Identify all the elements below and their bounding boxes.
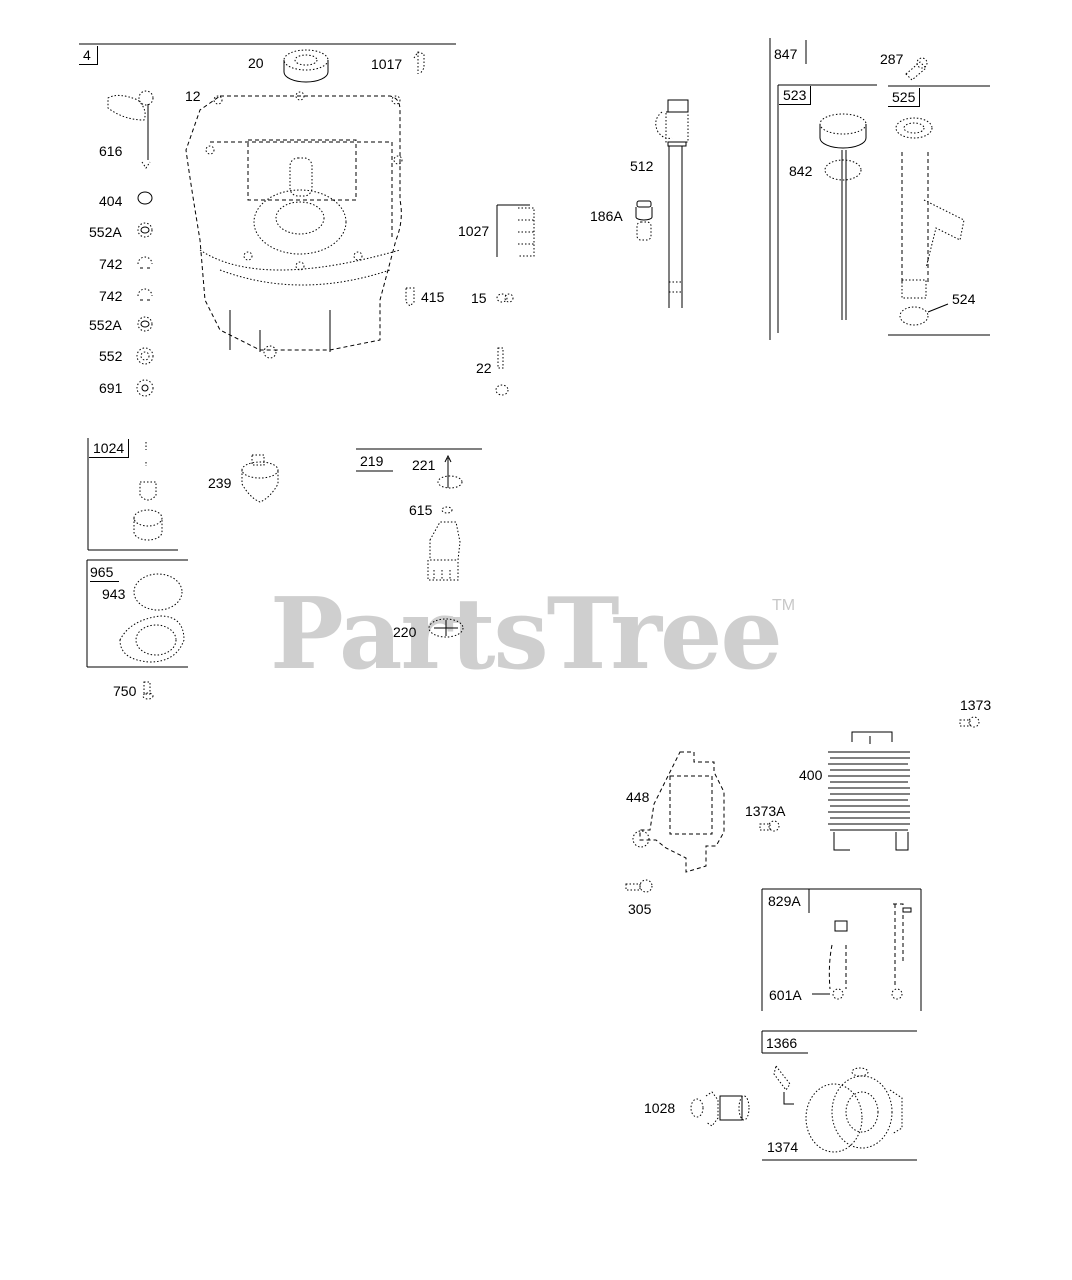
part-219-body-drawing <box>427 521 461 581</box>
part-1028-callout[interactable]: 1028 <box>644 1100 676 1116</box>
part-601A-callout[interactable]: 601A <box>769 987 802 1003</box>
part-239-callout[interactable]: 239 <box>208 475 232 491</box>
part-400-callout[interactable]: 400 <box>799 767 823 783</box>
part-305-callout[interactable]: 305 <box>628 901 652 917</box>
part-221-drawing <box>437 454 463 489</box>
part-404-callout[interactable]: 404 <box>99 193 123 209</box>
part-1017-drawing <box>413 51 425 75</box>
part-15-callout[interactable]: 15 <box>471 290 487 306</box>
o-ring-524-drawing <box>899 303 949 326</box>
part-22-callout[interactable]: 22 <box>476 360 492 376</box>
part-742-callout[interactable]: 742 <box>99 256 123 272</box>
group-965-label: 965 <box>90 565 120 582</box>
part-616-callout[interactable]: 616 <box>99 143 123 159</box>
part-1373A-callout[interactable]: 1373A <box>745 803 786 819</box>
dipstick-tube-512-drawing <box>655 99 689 308</box>
part-842-callout[interactable]: 842 <box>789 163 813 179</box>
part-415-callout[interactable]: 415 <box>421 289 445 305</box>
screw-1373A-drawing <box>759 820 780 832</box>
part-221-callout[interactable]: 221 <box>412 457 436 473</box>
group-1024-label: 1024 <box>89 439 130 458</box>
part-1017-callout[interactable]: 1017 <box>371 56 403 72</box>
part-524-callout[interactable]: 524 <box>952 291 976 307</box>
part-220-callout[interactable]: 220 <box>393 624 417 640</box>
screw-305-drawing <box>625 879 653 893</box>
seal-20-drawing <box>283 49 329 83</box>
part-615-callout[interactable]: 615 <box>409 502 433 518</box>
bracket-448-drawing <box>632 751 725 873</box>
group-829A-label: 829A <box>768 893 801 909</box>
part-415-drawing <box>405 287 415 307</box>
part-552A-callout[interactable]: 552A <box>89 224 122 240</box>
group-523-label: 523 <box>779 86 812 105</box>
part-552-callout[interactable]: 552 <box>99 348 123 364</box>
fitting-1028-drawing <box>690 1091 750 1127</box>
oil-cooler-400-drawing <box>828 731 910 851</box>
seal-186A-drawing <box>635 200 653 241</box>
group-4-label: 4 <box>79 46 98 65</box>
part-15-drawing <box>496 293 514 303</box>
small-rings-drawing <box>136 191 154 397</box>
trademark-symbol: TM <box>772 597 796 614</box>
part-512-callout[interactable]: 512 <box>630 158 654 174</box>
part-691-callout[interactable]: 691 <box>99 380 123 396</box>
part-22-drawing <box>495 347 509 396</box>
hoses-829A-drawing <box>812 903 912 1000</box>
group-219-label: 219 <box>360 453 384 469</box>
screw-750-drawing <box>142 681 154 700</box>
group-1366-label: 1366 <box>766 1035 798 1051</box>
dipstick-tube-525-drawing <box>895 117 965 299</box>
screw-1373-drawing <box>959 716 980 728</box>
part-750-callout[interactable]: 750 <box>113 683 137 699</box>
screw-287-drawing <box>905 57 928 81</box>
group-847-label: 847 <box>774 46 798 62</box>
part-1027-drawing <box>496 204 535 257</box>
part-1024-drawing <box>133 442 163 541</box>
parts-tree-watermark: PartsTree <box>270 577 783 692</box>
gasket-943-965-drawing <box>119 573 185 663</box>
part-186A-callout[interactable]: 186A <box>590 208 623 224</box>
part-1373-callout[interactable]: 1373 <box>960 697 992 713</box>
part-1374-callout[interactable]: 1374 <box>767 1139 799 1155</box>
part-552A-callout-2[interactable]: 552A <box>89 317 122 333</box>
part-287-callout[interactable]: 287 <box>880 51 904 67</box>
crankcase-sump-12-drawing <box>185 91 403 359</box>
part-615-drawing <box>441 506 453 514</box>
group-525-label: 525 <box>888 88 921 107</box>
dipstick-842-drawing <box>819 113 867 320</box>
part-1027-callout[interactable]: 1027 <box>458 223 490 239</box>
part-448-callout[interactable]: 448 <box>626 789 650 805</box>
part-742-callout-2[interactable]: 742 <box>99 288 123 304</box>
part-943-callout[interactable]: 943 <box>102 586 126 602</box>
part-239-drawing <box>241 454 279 503</box>
part-12-callout[interactable]: 12 <box>185 88 201 104</box>
part-20-callout[interactable]: 20 <box>248 55 264 71</box>
